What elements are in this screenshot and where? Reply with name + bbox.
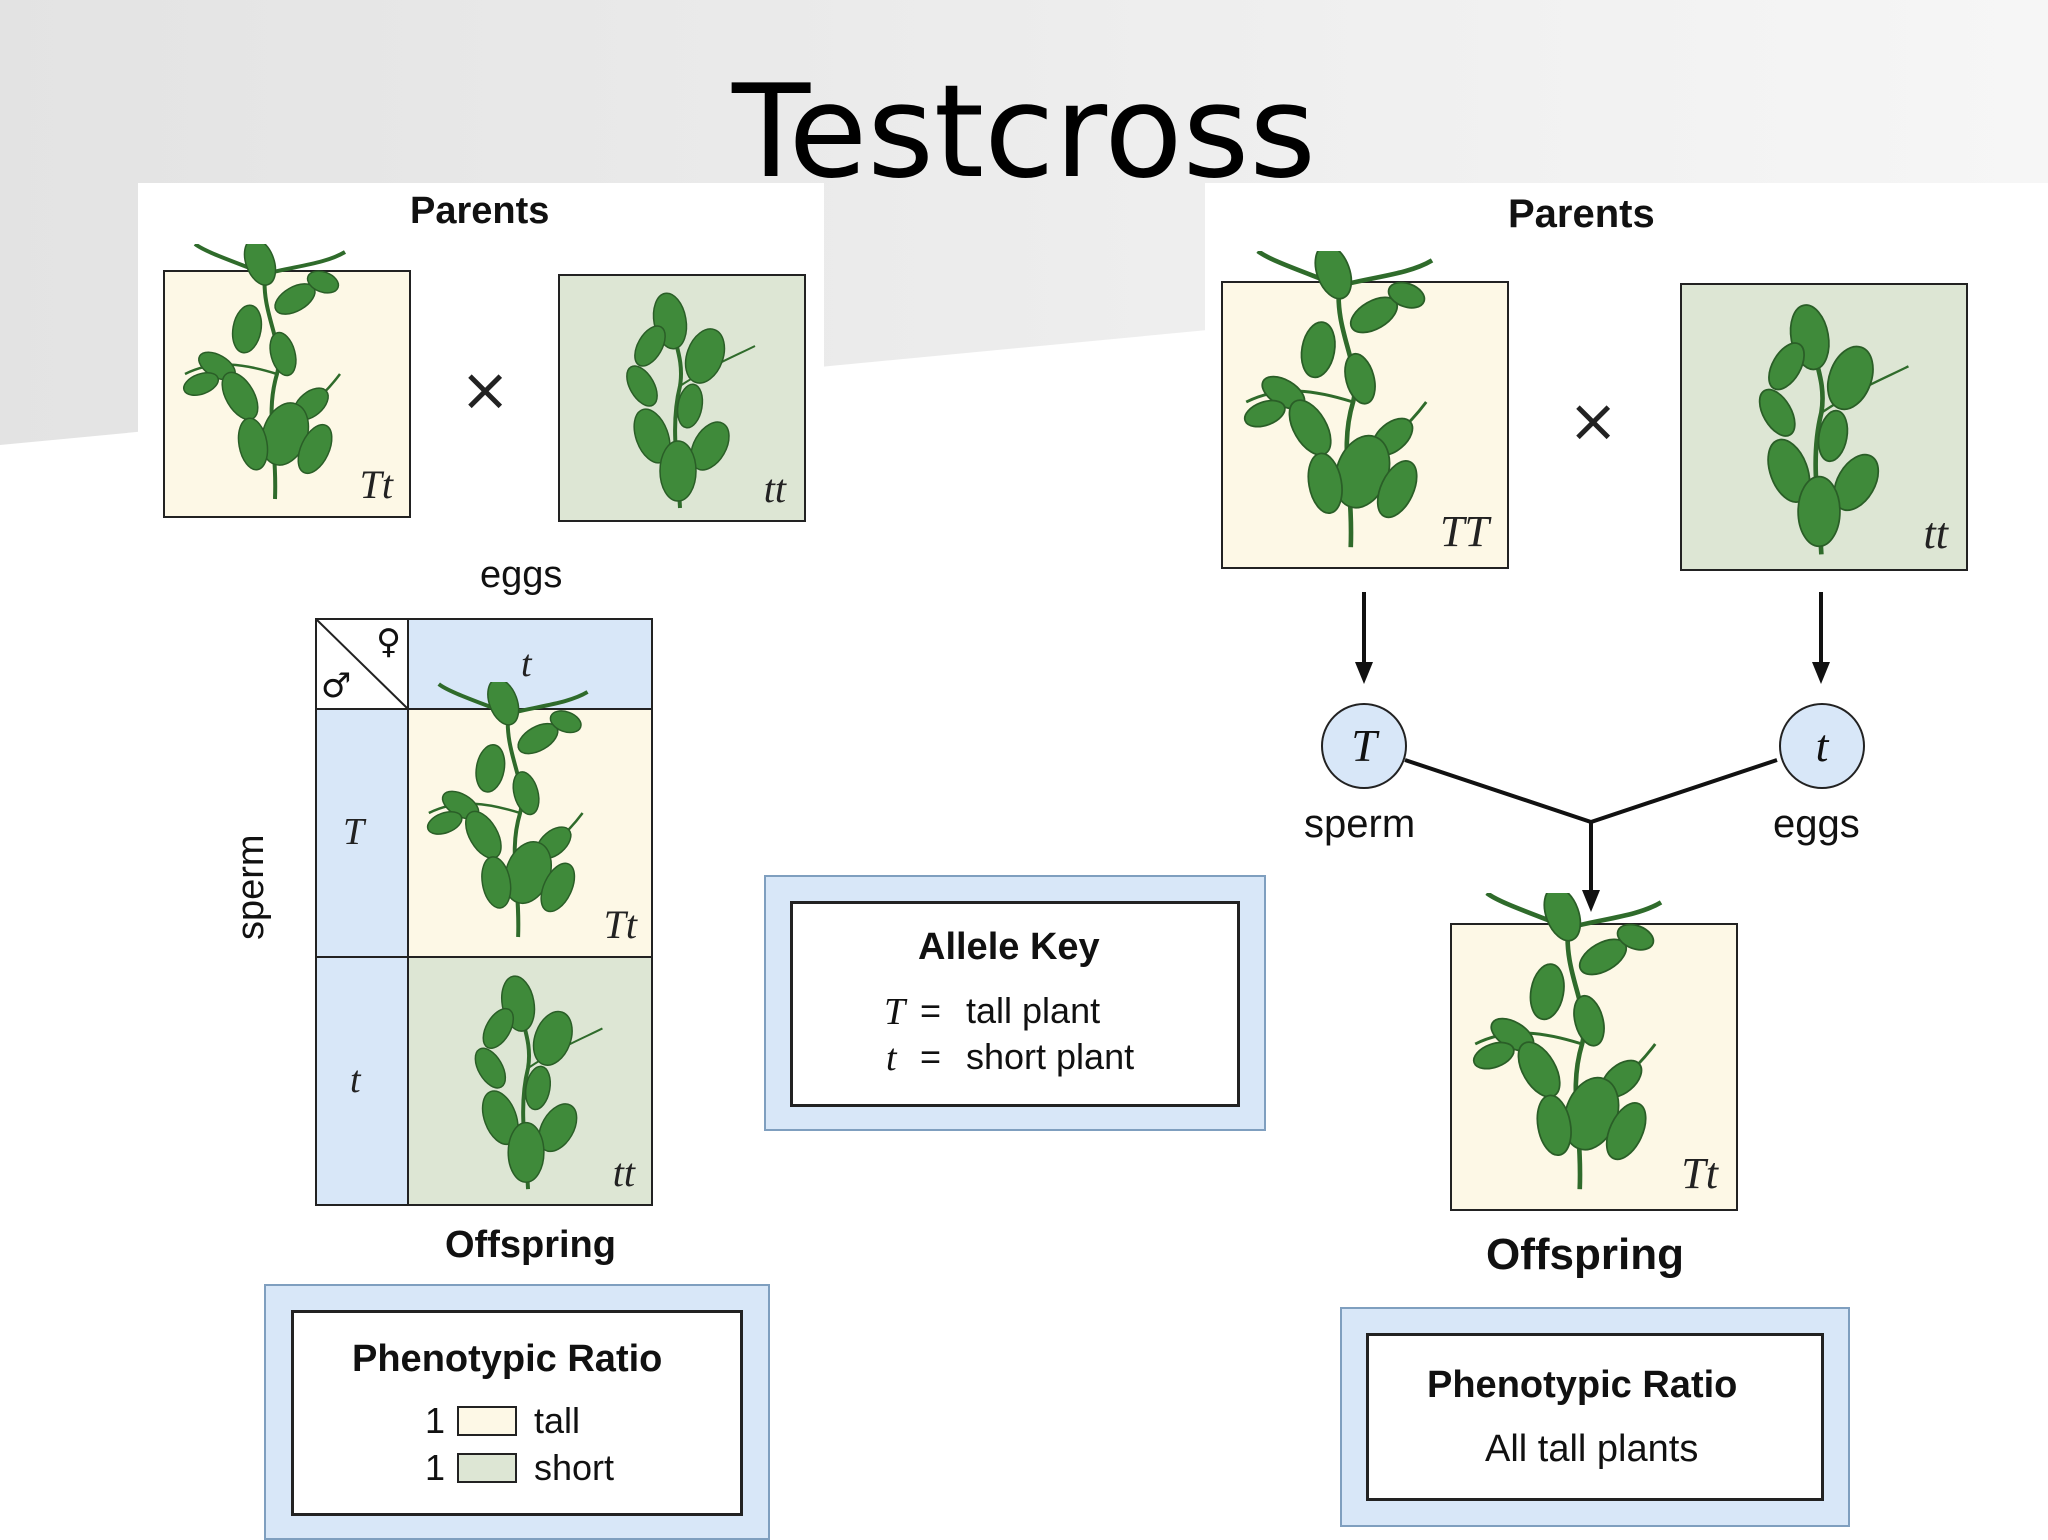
left-ratio-inner xyxy=(291,1310,743,1516)
left-ratio-label-2: short xyxy=(534,1447,615,1488)
tall-swatch xyxy=(457,1406,517,1436)
right-sperm-label: sperm xyxy=(1304,802,1416,846)
left-ratio-count-2: 1 xyxy=(425,1447,446,1488)
tall-plant-icon xyxy=(182,244,347,500)
right-eggs-label: eggs xyxy=(1773,802,1860,846)
right-sperm-allele-circle: T xyxy=(1321,703,1407,789)
right-ratio-title: Phenotypic Ratio xyxy=(1427,1364,1738,1406)
right-cross-symbol: × xyxy=(1568,386,1619,456)
key-meaning-2: short plant xyxy=(966,1036,1135,1077)
right-parents-label: Parents xyxy=(1508,192,1655,236)
sperm-allele-label-2: t xyxy=(350,1059,361,1101)
left-ratio-count-1: 1 xyxy=(425,1400,446,1441)
left-parent1-box: Tt xyxy=(163,244,411,518)
left-parent1-genotype: Tt xyxy=(359,462,393,507)
short-plant-icon xyxy=(474,975,603,1190)
offspring-genotype-1: Tt xyxy=(603,902,637,947)
male-symbol-icon: ♂ xyxy=(321,666,352,706)
right-parent1-genotype: TT xyxy=(1440,507,1489,556)
female-symbol-icon: ♀ xyxy=(376,622,401,662)
short-plant-icon xyxy=(1758,304,1909,555)
left-ratio-label-1: tall xyxy=(534,1400,581,1441)
key-meaning-1: tall plant xyxy=(966,990,1101,1031)
corner-diagonal xyxy=(316,619,408,709)
key-eq-2: = xyxy=(920,1036,942,1077)
offspring-genotype-2: tt xyxy=(612,1150,635,1195)
right-ratio-text: All tall plants xyxy=(1485,1428,1699,1470)
punnett-sperm-header-2: t xyxy=(315,956,409,1206)
allele-key-inner xyxy=(790,901,1240,1107)
left-ratio-title: Phenotypic Ratio xyxy=(352,1338,663,1380)
left-cross-symbol: × xyxy=(460,355,511,425)
punnett-offspring-cell-2: tt xyxy=(407,956,653,1206)
punnett-offspring-cell-1: Tt xyxy=(407,682,653,958)
left-parent2-genotype: tt xyxy=(763,466,786,511)
right-offspring-box: Tt xyxy=(1450,893,1738,1211)
key-symbol-1: T xyxy=(884,991,906,1033)
slide-title: Testcross xyxy=(732,58,1316,207)
allele-key-title: Allele Key xyxy=(918,926,1100,968)
right-egg-allele-circle: t xyxy=(1779,703,1865,789)
right-ratio-inner xyxy=(1366,1333,1824,1501)
left-eggs-label: eggs xyxy=(480,554,563,596)
right-parent2-genotype: tt xyxy=(1923,509,1948,558)
egg-allele-label: t xyxy=(521,643,532,685)
left-parents-label: Parents xyxy=(410,190,550,232)
key-eq-1: = xyxy=(920,990,942,1031)
right-parent2-box: tt xyxy=(1680,283,1968,571)
punnett-egg-header: t xyxy=(407,618,653,710)
right-offspring-label: Offspring xyxy=(1486,1230,1684,1279)
right-parent1-box: TT xyxy=(1221,251,1509,569)
sperm-allele-label-1: T xyxy=(343,811,365,853)
right-offspring-genotype: Tt xyxy=(1681,1149,1718,1198)
tall-plant-icon xyxy=(1243,251,1434,548)
tall-plant-icon xyxy=(426,682,589,938)
tall-plant-icon xyxy=(1472,893,1663,1190)
left-parent2-box: tt xyxy=(558,274,806,522)
key-symbol-2: t xyxy=(886,1037,897,1079)
short-swatch xyxy=(457,1453,517,1483)
short-plant-icon xyxy=(626,292,756,509)
left-offspring-label: Offspring xyxy=(445,1224,616,1266)
